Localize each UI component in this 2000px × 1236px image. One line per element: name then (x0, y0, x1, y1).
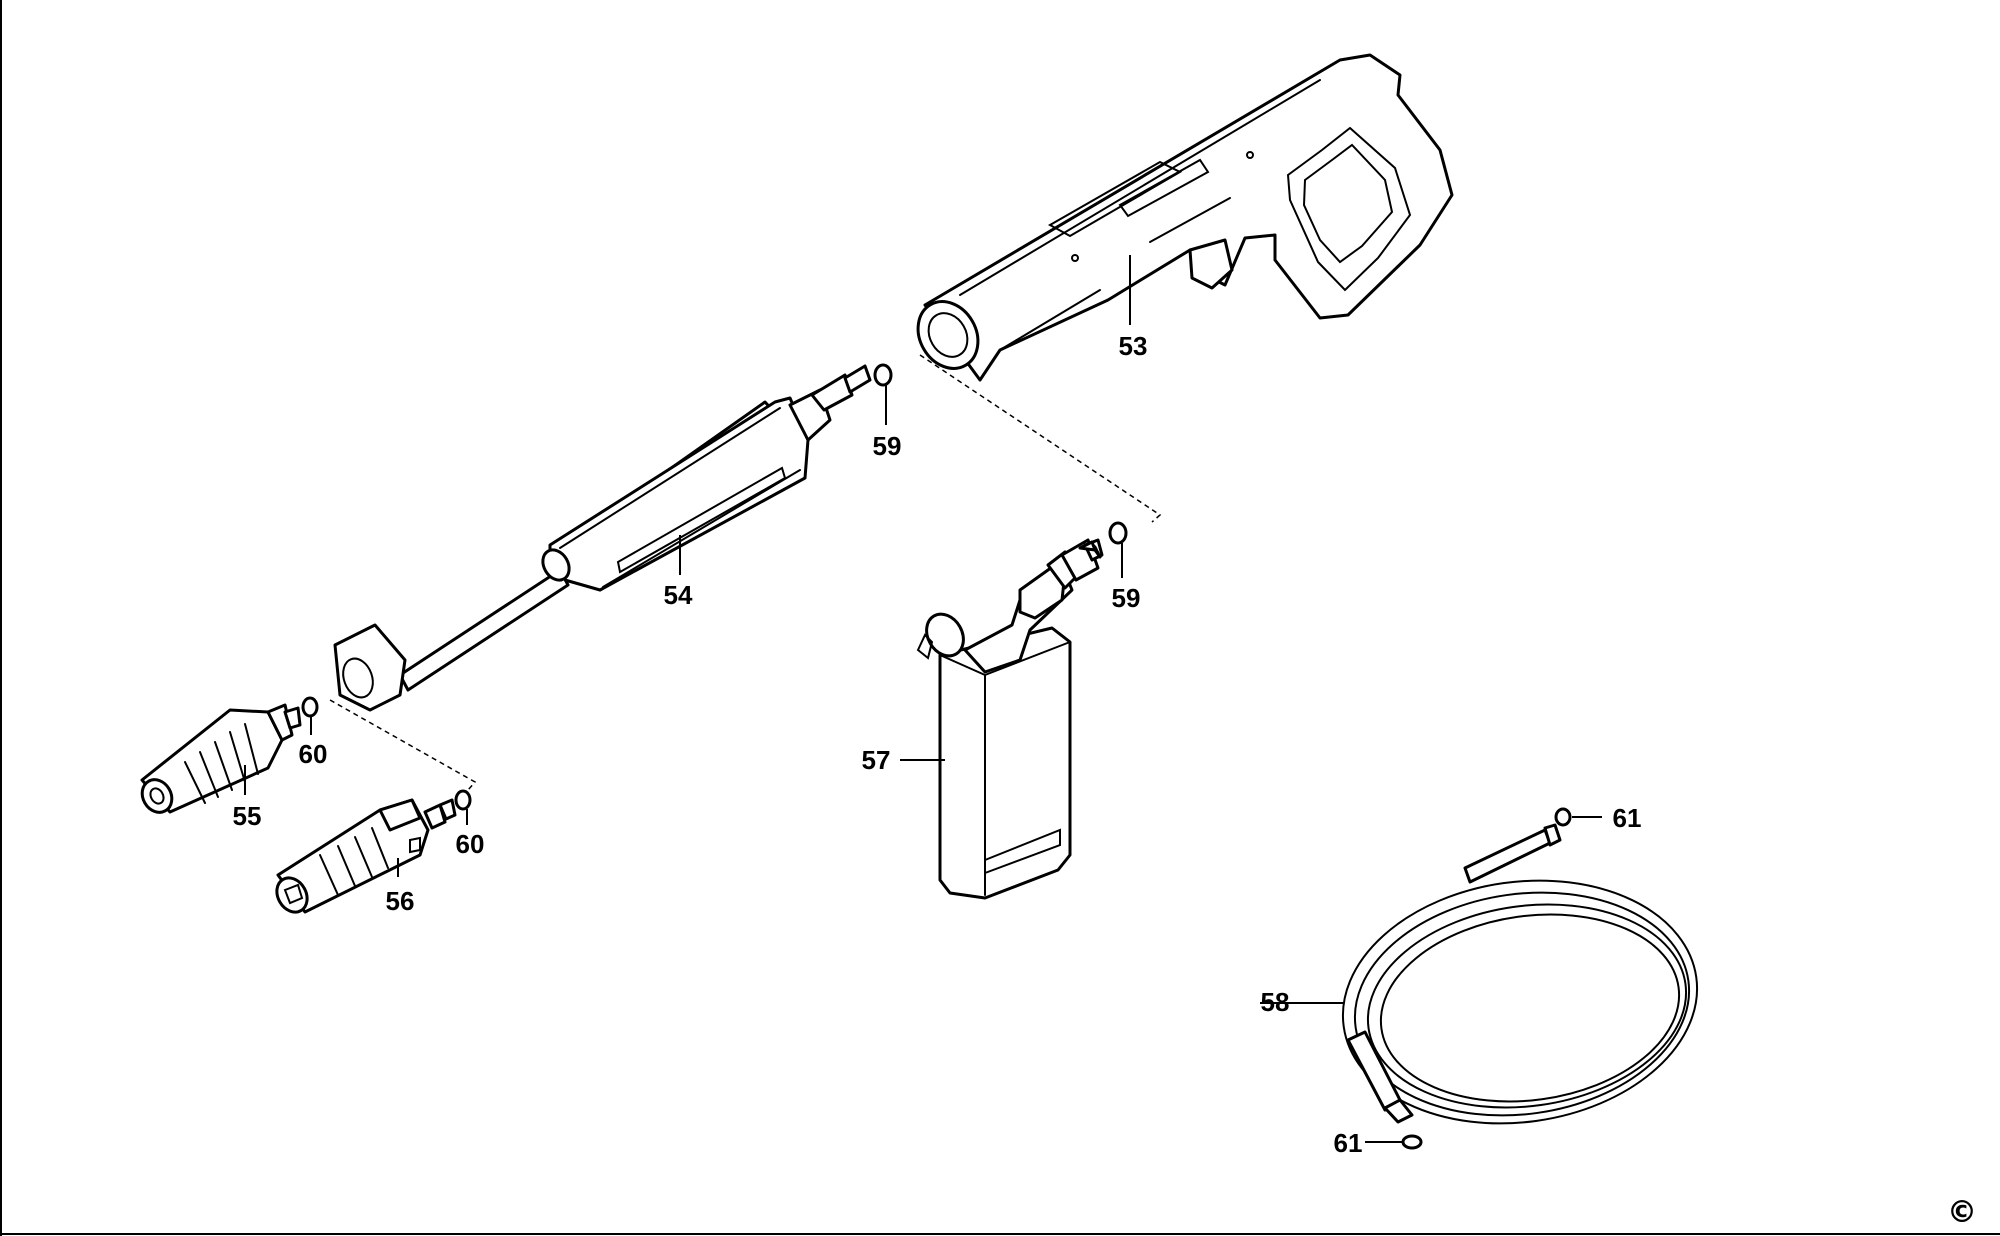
rotary-nozzle-part-55[interactable] (136, 703, 302, 818)
o-ring-part-59-lower[interactable] (1108, 521, 1128, 545)
o-ring-part-60-lower[interactable] (454, 789, 472, 811)
label-59-upper: 59 (873, 431, 902, 461)
adjustable-nozzle-part-56[interactable] (271, 798, 457, 918)
label-56: 56 (386, 886, 415, 916)
spray-lance-part-54[interactable] (333, 364, 872, 712)
spray-gun-part-53[interactable] (906, 53, 1454, 382)
label-58: 58 (1261, 987, 1290, 1017)
label-54: 54 (664, 580, 693, 610)
label-57: 57 (862, 745, 891, 775)
label-59-lower: 59 (1112, 583, 1141, 613)
label-61-upper: 61 (1613, 803, 1642, 833)
o-ring-part-61-lower[interactable] (1401, 1134, 1423, 1150)
label-60-lower: 60 (456, 829, 485, 859)
assembly-line-gun-bottle (919, 354, 1162, 523)
o-ring-part-61-upper[interactable] (1554, 807, 1572, 827)
label-61-lower: 61 (1334, 1128, 1363, 1158)
assembly-line-lance-nozzle (329, 699, 477, 791)
o-ring-part-59-upper[interactable] (873, 363, 893, 387)
copyright-mark: © (1947, 1195, 1977, 1230)
label-60-upper: 60 (299, 739, 328, 769)
o-ring-part-60-upper[interactable] (301, 696, 319, 718)
high-pressure-hose-part-58[interactable] (1327, 823, 1713, 1146)
label-53: 53 (1119, 331, 1148, 361)
label-55: 55 (233, 801, 262, 831)
detergent-bottle-part-57[interactable] (916, 538, 1104, 900)
